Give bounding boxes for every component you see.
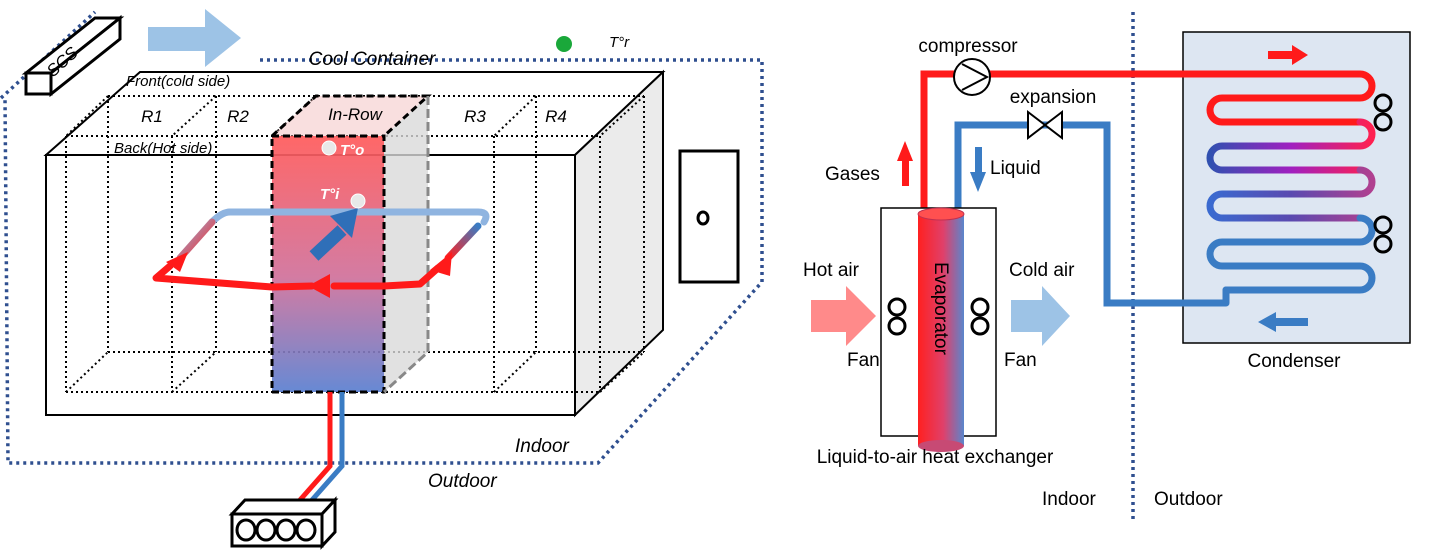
- rack-label-r2: R2: [227, 107, 249, 126]
- building-boundary-right: [3, 58, 764, 465]
- flow-arrowhead-center: [308, 274, 330, 298]
- cold-air-arrow: [1011, 286, 1070, 346]
- condenser-inflow-arrow: [1268, 45, 1308, 65]
- evaporator-fan-icon-left: [887, 297, 907, 336]
- compressor-icon: [953, 58, 991, 96]
- room-temperature-sensor: [556, 36, 572, 52]
- evaporator-cylinder: [917, 207, 965, 452]
- hot-air-label: Hot air: [803, 260, 860, 281]
- compressor-label: compressor: [918, 36, 1018, 57]
- cold-pipe: [310, 392, 345, 502]
- liquid-line: [954, 121, 1226, 307]
- outdoor-condenser-unit: [228, 496, 339, 550]
- flow-arrowhead-left: [166, 252, 188, 272]
- in-row-unit: [270, 94, 432, 394]
- liquid-arrow: [970, 147, 986, 192]
- outlet-temperature-sensor: [321, 140, 337, 156]
- inlet-temperature-sensor: [350, 193, 366, 209]
- outdoor-label-left: Outdoor: [428, 471, 497, 492]
- expansion-label: expansion: [1010, 87, 1097, 108]
- inlet-temperature-label: T°i: [320, 186, 340, 203]
- evaporator-fan-icon-right: [970, 297, 990, 336]
- condenser-fan-icon-bottom: [1373, 215, 1393, 254]
- gases-label: Gases: [825, 164, 880, 185]
- container-diagram: SCS T°r Cool Container Front(cold side) …: [0, 9, 764, 550]
- condenser-outflow-arrow: [1258, 312, 1308, 332]
- indoor-label-right: Indoor: [1042, 489, 1097, 510]
- condenser-box: [1182, 31, 1411, 344]
- expansion-valve-icon: [1027, 109, 1063, 141]
- back-label: Back(Hot side): [114, 140, 212, 157]
- heat-exchanger-label: Liquid-to-air heat exchanger: [817, 447, 1054, 468]
- outdoor-label-right: Outdoor: [1154, 489, 1223, 510]
- rack-label-r3: R3: [464, 107, 486, 126]
- condenser-label: Condenser: [1248, 351, 1342, 372]
- hot-pipe: [298, 392, 333, 502]
- liquid-label: Liquid: [990, 158, 1041, 179]
- fan-label-right: Fan: [1004, 350, 1037, 371]
- container-title: Cool Container: [309, 49, 436, 70]
- rack-label-r4: R4: [545, 107, 567, 126]
- airflow-arrow: [148, 9, 241, 67]
- outlet-temperature-label: T°o: [340, 142, 364, 159]
- flow-arrowhead-right: [430, 252, 452, 276]
- room-temperature-label: T°r: [609, 34, 630, 51]
- refrigeration-diagram: Condenser compressor expansion Gases Liq…: [803, 12, 1411, 520]
- condenser-coil: [1206, 70, 1376, 307]
- door: [678, 149, 740, 284]
- scs-unit: SCS: [21, 14, 125, 98]
- rack-label-in-row: In-Row: [328, 105, 384, 124]
- hot-gas-line: [920, 70, 1360, 215]
- internal-flow-arrow: [309, 208, 358, 261]
- condenser-fan-icon-top: [1373, 93, 1393, 132]
- hot-air-arrow: [811, 286, 876, 346]
- cold-air-label: Cold air: [1009, 260, 1075, 281]
- rack-label-r1: R1: [141, 107, 163, 126]
- indoor-label-left: Indoor: [515, 436, 570, 457]
- air-flow-loop: [152, 208, 490, 291]
- fan-label-left: Fan: [847, 350, 880, 371]
- front-label: Front(cold side): [126, 73, 230, 90]
- gases-arrow: [897, 141, 913, 186]
- evaporator-label: Evaporator: [930, 262, 951, 356]
